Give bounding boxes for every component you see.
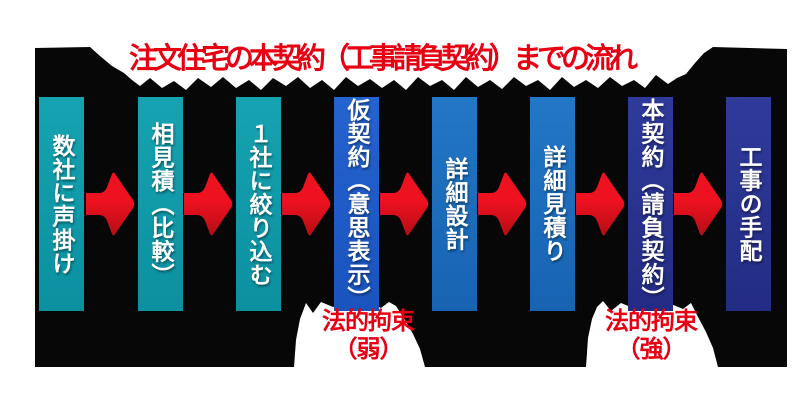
flow-arrow-icon — [282, 172, 331, 236]
note-line-1: 法的拘束 — [322, 308, 415, 335]
step-bar-8: 工事の手配 — [726, 97, 771, 311]
step-label: 詳細設計 — [442, 157, 468, 251]
flow-arrow-icon — [478, 172, 527, 236]
step-bar-1: 数社に声掛け — [39, 97, 84, 311]
step-bar-4: 仮契約（意思表示） — [334, 97, 379, 311]
step-label: 相見積（比較） — [148, 121, 174, 287]
step-label: 数社に声掛け — [49, 133, 75, 275]
note-line-2: （弱） — [333, 336, 404, 363]
step-label: 本契約（請負契約） — [638, 98, 664, 310]
note-line-1: 法的拘束 — [605, 308, 698, 335]
diagram-title: 注文住宅の本契約（工事請負契約）までの流れ — [128, 43, 638, 75]
flow-arrow-icon — [576, 172, 625, 236]
flow-arrow-icon — [674, 172, 723, 236]
step-bar-7: 本契約（請負契約） — [628, 97, 673, 311]
legal-binding-weak-note: 法的拘束 （弱） — [283, 308, 453, 364]
step-label: 詳細見積り — [540, 145, 566, 263]
legal-binding-strong-note: 法的拘束 （強） — [566, 308, 736, 364]
flow-arrow-icon — [86, 172, 135, 236]
step-bar-3: １社に絞り込む — [236, 97, 281, 311]
note-line-2: （強） — [616, 336, 687, 363]
step-label: 工事の手配 — [736, 145, 762, 263]
flow-arrow-icon — [380, 172, 429, 236]
step-label: 仮契約（意思表示） — [344, 98, 370, 310]
step-bar-5: 詳細設計 — [432, 97, 477, 311]
step-label: １社に絞り込む — [246, 121, 272, 287]
step-bar-6: 詳細見積り — [530, 97, 575, 311]
step-bar-2: 相見積（比較） — [138, 97, 183, 311]
flow-arrow-icon — [184, 172, 233, 236]
